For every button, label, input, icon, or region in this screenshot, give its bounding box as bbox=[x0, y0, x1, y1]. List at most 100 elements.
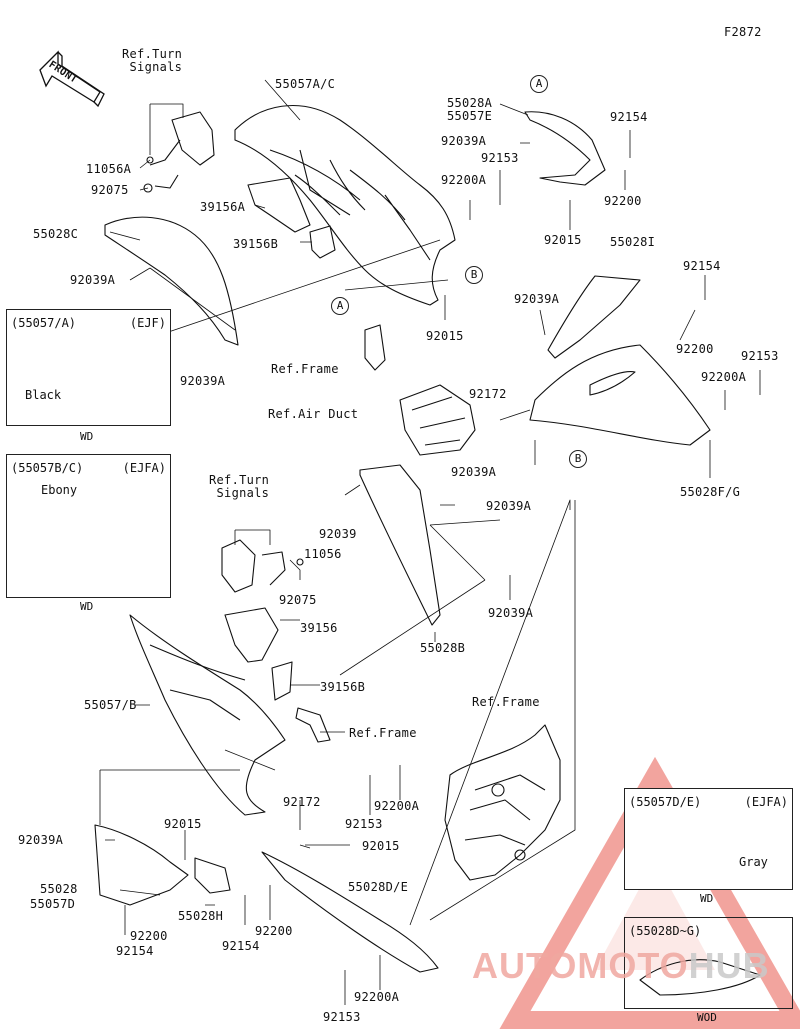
label-92154-lower: 92154 bbox=[116, 944, 154, 958]
inset-box-55057de: (55057D/E) (EJFA) Gray bbox=[624, 788, 793, 890]
inset-color: Ebony bbox=[41, 483, 78, 497]
label-92200-lower: 92200 bbox=[130, 929, 168, 943]
label-92039: 92039 bbox=[319, 527, 357, 541]
label-55028fg: 55028F/G bbox=[680, 485, 741, 499]
label-55057b: 55057/B bbox=[84, 698, 137, 712]
label-55028i: 55028I bbox=[610, 235, 656, 249]
frame-shape bbox=[444, 724, 561, 881]
foam-39156a-shape bbox=[247, 177, 311, 233]
label-55057d: 55057D bbox=[30, 897, 76, 911]
panel-55028fg-shape bbox=[529, 344, 711, 446]
label-92039a-top: 92039A bbox=[441, 134, 487, 148]
inset-variant: (EJF) bbox=[129, 316, 166, 330]
label-92075-mid: 92075 bbox=[279, 593, 317, 607]
label-92015-top: 92015 bbox=[544, 233, 582, 247]
inset-code: (55057D/E) bbox=[629, 795, 702, 809]
label-55028h: 55028H bbox=[178, 909, 224, 923]
label-92039a-bottom-left: 92039A bbox=[180, 374, 226, 388]
inset-box-55057a: (55057/A) (EJF) Black bbox=[6, 309, 171, 426]
label-92039a-left: 92039A bbox=[70, 273, 116, 287]
inset-variant: (EJFA) bbox=[122, 461, 166, 475]
inset-footer: WD bbox=[80, 600, 94, 613]
label-ref-frame-top: Ref.Frame bbox=[271, 362, 339, 376]
label-92154-right: 92154 bbox=[683, 259, 721, 273]
label-ref-frame-bottom: Ref.Frame bbox=[472, 695, 540, 709]
label-39156a: 39156A bbox=[200, 200, 246, 214]
panel-55028de-shape bbox=[261, 851, 439, 973]
label-55028de: 55028D/E bbox=[348, 880, 409, 894]
label-92154-top: 92154 bbox=[610, 110, 648, 124]
fairing-upper-shape bbox=[234, 104, 456, 306]
panel-55028i-shape bbox=[547, 275, 641, 359]
label-92200a-right: 92200A bbox=[701, 370, 747, 384]
air-duct-shape bbox=[399, 384, 476, 456]
label-92039a-right: 92039A bbox=[514, 292, 560, 306]
callout-a: A bbox=[530, 75, 548, 93]
label-92172-lower: 92172 bbox=[283, 795, 321, 809]
label-92039a-lower-left: 92039A bbox=[18, 833, 64, 847]
label-55028c: 55028C bbox=[33, 227, 79, 241]
inset-footer: WOD bbox=[697, 1011, 717, 1024]
label-55028: 55028 bbox=[40, 882, 78, 896]
label-ref-turn-signals-top: Ref.Turn Signals bbox=[122, 47, 183, 74]
panel-55028h-shape bbox=[194, 857, 231, 894]
label-92200-top: 92200 bbox=[604, 194, 642, 208]
watermark-triangle-icon bbox=[499, 756, 800, 1029]
label-ref-frame-mid: Ref.Frame bbox=[349, 726, 417, 740]
label-92015-lower: 92015 bbox=[164, 817, 202, 831]
inset-variant: (EJFA) bbox=[744, 795, 788, 809]
label-92153-low: 92153 bbox=[345, 817, 383, 831]
front-arrow-icon bbox=[39, 50, 105, 108]
panel-55028c-shape bbox=[104, 216, 239, 346]
label-92153-top: 92153 bbox=[481, 151, 519, 165]
label-92200-right: 92200 bbox=[676, 342, 714, 356]
inset-color: Black bbox=[25, 388, 62, 402]
label-39156b-top: 39156B bbox=[233, 237, 279, 251]
label-55028a: 55028A bbox=[447, 96, 493, 110]
label-92039a-right-low: 92039A bbox=[451, 465, 497, 479]
label-92153-bottom: 92153 bbox=[323, 1010, 361, 1024]
label-92039a-center-low: 92039A bbox=[488, 606, 534, 620]
label-55028b: 55028B bbox=[420, 641, 466, 655]
label-ref-air-duct: Ref.Air Duct bbox=[268, 407, 359, 421]
foam-39156b-mid-shape bbox=[271, 661, 293, 701]
label-92039a-center: 92039A bbox=[486, 499, 532, 513]
label-92015-mid: 92015 bbox=[426, 329, 464, 343]
watermark-logo: AUTOMOTOHUB bbox=[472, 945, 770, 986]
label-55057ac: 55057A/C bbox=[275, 77, 336, 91]
foam-39156-shape bbox=[224, 607, 279, 663]
label-92154-bottom: 92154 bbox=[222, 939, 260, 953]
label-11056: 11056 bbox=[304, 547, 342, 561]
inset-footer: WD bbox=[80, 430, 94, 443]
label-92153-right: 92153 bbox=[741, 349, 779, 363]
label-92200a-bottom: 92200A bbox=[354, 990, 400, 1004]
figure-code: F2872 bbox=[724, 25, 762, 39]
label-92075-top: 92075 bbox=[91, 183, 129, 197]
inset-code: (55028D~G) bbox=[629, 924, 702, 938]
panel-55028a-shape bbox=[524, 111, 606, 186]
inset-color: Gray bbox=[739, 855, 768, 869]
panel-55028-shape bbox=[94, 824, 189, 906]
label-55057e: 55057E bbox=[447, 109, 493, 123]
callout-a: A bbox=[331, 297, 349, 315]
callout-b: B bbox=[569, 450, 587, 468]
inset-box-55057bc: (55057B/C) (EJFA) Ebony bbox=[6, 454, 171, 598]
label-92200a-top: 92200A bbox=[441, 173, 487, 187]
foam-39156b-shape bbox=[309, 225, 336, 259]
inset-code: (55057B/C) bbox=[11, 461, 84, 475]
label-92172-right: 92172 bbox=[469, 387, 507, 401]
label-39156: 39156 bbox=[300, 621, 338, 635]
label-ref-turn-signals-mid: Ref.Turn Signals bbox=[209, 473, 270, 500]
label-92015-lower-right: 92015 bbox=[362, 839, 400, 853]
label-11056a: 11056A bbox=[86, 162, 132, 176]
inset-footer: WD bbox=[700, 892, 714, 905]
ref-frame-bracket-shape bbox=[295, 707, 331, 743]
label-92200-bottom: 92200 bbox=[255, 924, 293, 938]
panel-55028b-shape bbox=[359, 464, 441, 626]
label-39156b-mid: 39156B bbox=[320, 680, 366, 694]
label-92200a-low: 92200A bbox=[374, 799, 420, 813]
inset-code: (55057/A) bbox=[11, 316, 77, 330]
fairing-lower-shape bbox=[129, 614, 286, 816]
